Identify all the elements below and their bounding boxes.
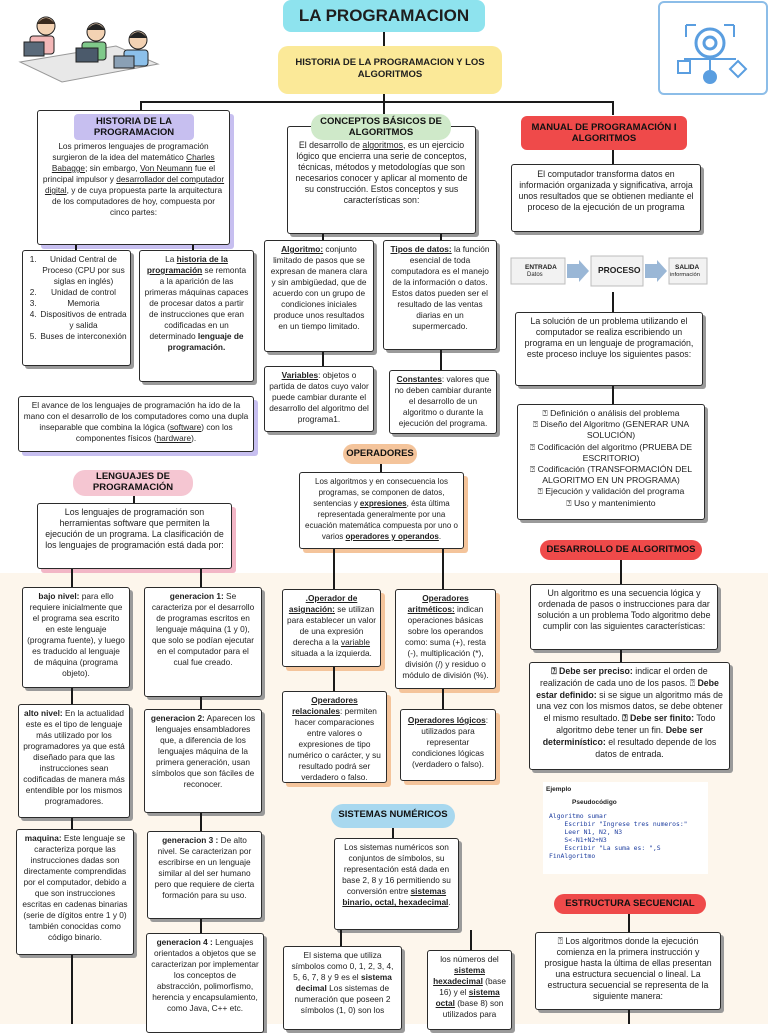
characteristics-box: ⍰ Debe ser preciso: indicar el orden de … (529, 662, 730, 770)
example-label: Ejemplo (546, 786, 572, 793)
logical-operators-box: Operadores lógicos: utilizados para repr… (400, 709, 496, 781)
output-sublabel: información (670, 272, 700, 278)
algorithm-definition-box: Algoritmo: conjunto limitado de pasos qu… (264, 240, 374, 352)
data-types-box: Tipos de datos: la función esencial de t… (383, 240, 497, 350)
number-systems-intro-box: Los sistemas numéricos son conjuntos de … (334, 838, 459, 930)
number-systems-label: SISTEMAS NUMÉRICOS (331, 804, 455, 828)
operators-label: OPERADORES (343, 444, 417, 464)
input-sublabel: Datos (527, 272, 543, 278)
concepts-label: CONCEPTOS BÁSICOS DE ALGORITMOS (311, 114, 451, 140)
arithmetic-operators-box: Operadores aritméticos: indican operacio… (395, 589, 496, 689)
operators-intro-box: Los algoritmos y en consecuencia los pro… (299, 472, 464, 549)
step-item: ⍰ Uso y mantenimiento (566, 497, 656, 508)
code-line: Leer N1, N2, N3 (549, 828, 623, 836)
step-item: ⍰ Diseño del Algoritmo (GENERAR UNA SOLU… (532, 419, 690, 441)
variables-box: Variables: objetos o partida de datos cu… (264, 366, 374, 432)
languages-intro-box: Los lenguajes de programación son herram… (37, 503, 232, 569)
manual-label: MANUAL DE PROGRAMACIÓN I ALGORITMOS (521, 116, 687, 150)
languages-label: LENGUAJES DE PROGRAMACIÓN (73, 470, 193, 496)
algorithm-definition-intro-box: Un algoritmo es una secuencia lógica y o… (530, 584, 718, 650)
code-line: Algoritmo sumar (549, 812, 607, 820)
decimal-system-box: El sistema que utiliza símbolos como 0, … (283, 946, 402, 1030)
generation-1-box: generacion 1: Se caracteriza por el desa… (144, 587, 262, 697)
computer-parts-list: Unidad Central de Proceso (CPU por sus s… (22, 250, 131, 366)
algorithm-development-label: DESARROLLO DE ALGORITMOS (540, 540, 702, 560)
constants-box: Constantes: valores que no deben cambiar… (389, 370, 497, 434)
machine-language-box: maquina: Este lenguaje se caracteriza po… (16, 829, 134, 955)
process-diagram-icon (658, 1, 768, 95)
manual-intro-box: El computador transforma datos en inform… (511, 164, 701, 232)
generation-2-box: generacion 2: Aparecen los lenguajes ens… (144, 709, 262, 813)
history-label-overlay: HISTORIA DE LA PROGRAMACION (74, 114, 194, 140)
hexadecimal-system-box: los números del sistema hexadecimal (bas… (427, 950, 512, 1030)
code-line: Escribir "Ingrese tres numeros:" (549, 820, 688, 828)
code-line: S<-N1+N2+N3 (549, 836, 607, 844)
pseudocode-example: Ejemplo Pseudocódigo Algoritmo sumar Esc… (543, 782, 708, 874)
page-subtitle: HISTORIA DE LA PROGRAMACION Y LOS ALGORI… (278, 46, 502, 94)
process-label: PROCESO (598, 265, 641, 275)
sequential-structure-box: ⍰ Los algoritmos donde la ejecución comi… (535, 932, 721, 1010)
people-at-computers-icon (16, 6, 162, 84)
concepts-intro-box: El desarrollo de algoritmos, es un ejerc… (287, 126, 476, 234)
pseudocode-label: Pseudocódigo (572, 799, 617, 806)
code-line: Escribir "La suma es: ",S (549, 844, 661, 852)
input-label: ENTRADA (525, 264, 557, 271)
generation-3-box: generacion 3 : De alto nivel. Se caracte… (147, 831, 262, 919)
generation-4-box: generacion 4 : Lenguajes orientados a ob… (146, 933, 264, 1033)
history-origin-box: La historia de la programación se remont… (139, 250, 254, 382)
step-item: ⍰ Codificación del algoritmo (PRUEBA DE … (529, 441, 693, 463)
low-level-box: bajo nivel: para ello requiere inicialme… (22, 587, 130, 688)
relational-operators-box: Operadores relacionales: permiten hacer … (282, 691, 387, 783)
steps-box: ⍰ Definición o análisis del problema ⍰ D… (517, 404, 705, 520)
input-process-output-diagram: ENTRADA Datos PROCESO SALIDA información (509, 250, 709, 292)
step-item: ⍰ Codificación (TRANSFORMACIÓN DEL ALGOR… (529, 464, 693, 486)
assignment-operator-box: .Operador de asignación: se utilizan par… (282, 589, 381, 667)
high-level-box: alto nivel: En la actualidad este es el … (18, 704, 130, 818)
sequential-structure-label: ESTRUCTURA SECUENCIAL (554, 894, 706, 914)
step-item: ⍰ Ejecución y validación del programa (537, 486, 685, 497)
solution-box: La solución de un problema utilizando el… (515, 312, 703, 386)
code-block: Algoritmo sumar Escribir "Ingrese tres n… (549, 812, 709, 860)
history-advance-box: El avance de los lenguajes de programaci… (18, 396, 254, 452)
output-label: SALIDA (675, 264, 700, 271)
code-line: FinAlgoritmo (549, 852, 596, 860)
step-item: ⍰ Definición o análisis del problema (542, 408, 680, 418)
page-title: LA PROGRAMACION (283, 0, 485, 32)
history-intro-box: Los primeros lenguajes de programación s… (37, 110, 230, 245)
